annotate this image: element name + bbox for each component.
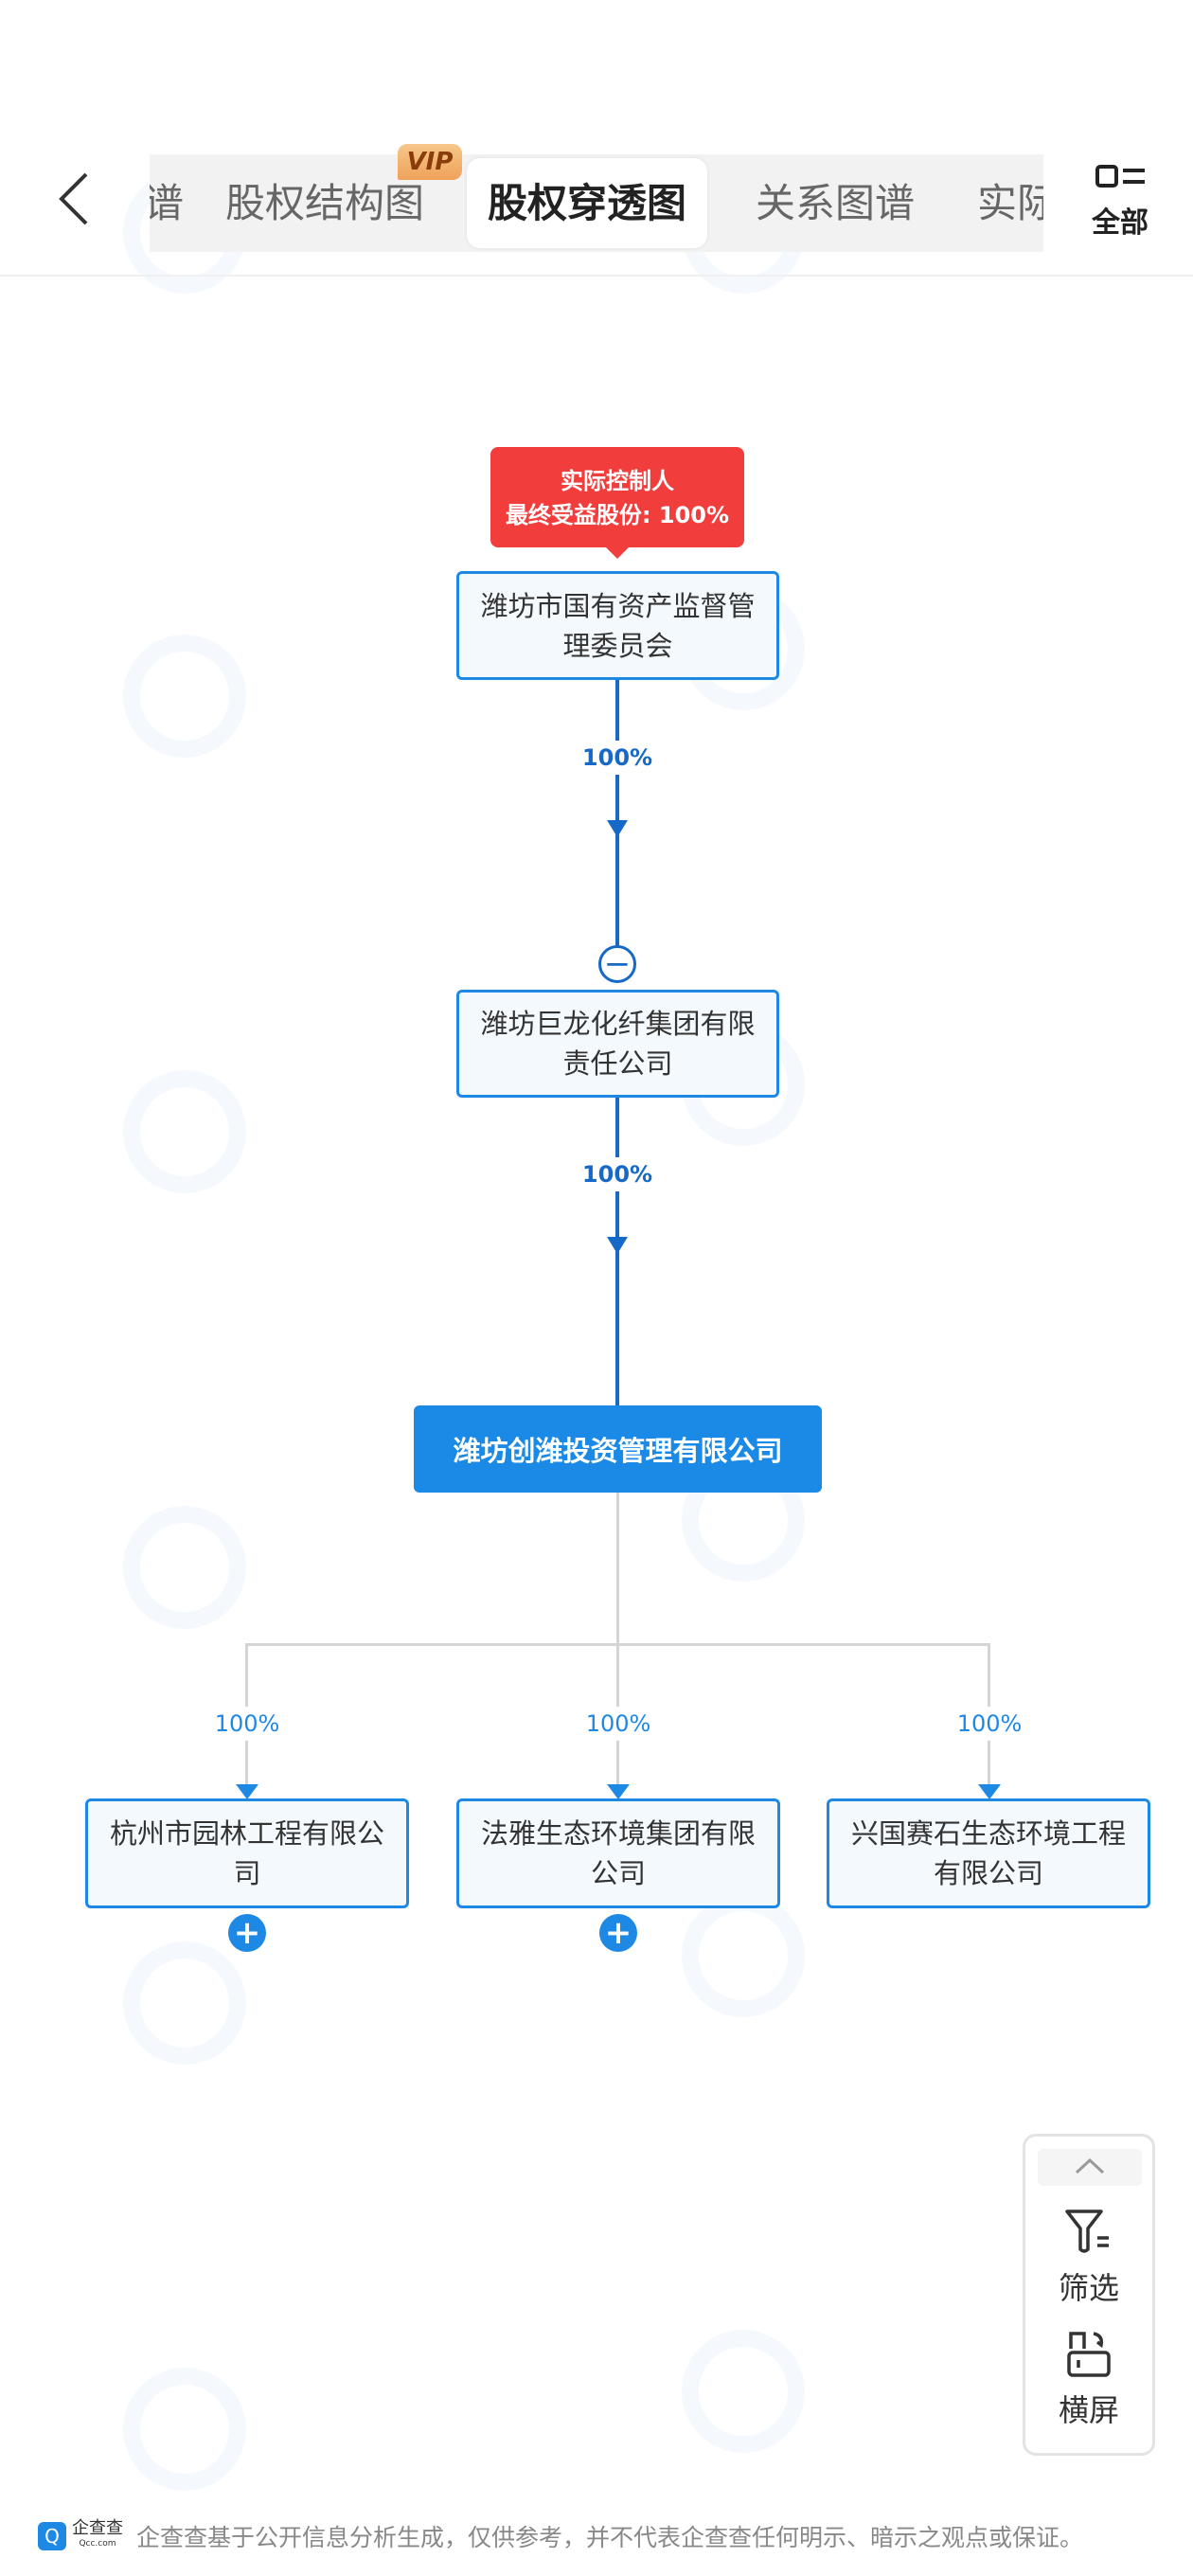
filter-icon <box>1065 2209 1109 2253</box>
subsidiary-node[interactable]: 法雅生态环境集团有限公司 <box>456 1798 780 1908</box>
vip-badge: VIP <box>398 144 462 180</box>
expand-button[interactable]: + <box>599 1914 637 1952</box>
filter-label: 筛选 <box>1058 2270 1119 2306</box>
filter-button[interactable]: 筛选 <box>1025 2208 1152 2308</box>
back-button[interactable] <box>52 170 99 227</box>
collapse-panel-button[interactable] <box>1038 2149 1142 2186</box>
subsidiary-node[interactable]: 杭州市园林工程有限公司 <box>85 1798 409 1908</box>
watermark-icon <box>123 1506 246 1629</box>
tab-equity-penetration[interactable]: 股权穿透图 <box>467 158 708 248</box>
tab-relation-graph-partial[interactable]: 谱 <box>150 180 185 226</box>
equity-percent: 100% <box>581 741 653 775</box>
tab-relationship-map[interactable]: 关系图谱 <box>756 180 916 226</box>
watermark-icon <box>123 1070 246 1193</box>
watermark-icon <box>123 1941 246 2065</box>
arrow-down-icon <box>607 1784 630 1799</box>
all-tabs-button[interactable]: 全部 <box>1087 163 1153 240</box>
watermark-icon <box>123 2368 246 2491</box>
chevron-up-icon <box>1075 2157 1105 2174</box>
watermark-icon <box>682 1894 805 2017</box>
landscape-button[interactable]: 横屏 <box>1025 2326 1152 2430</box>
main-company-node[interactable]: 潍坊创潍投资管理有限公司 <box>414 1405 822 1493</box>
equity-percent: 100% <box>585 1707 651 1741</box>
subsidiary-node[interactable]: 兴国赛石生态环境工程有限公司 <box>827 1798 1150 1908</box>
landscape-label: 横屏 <box>1058 2392 1119 2428</box>
grid-menu-icon <box>1095 165 1145 188</box>
chevron-left-icon <box>59 172 88 225</box>
disclaimer-text: 企查查基于公开信息分析生成，仅供参考，并不代表企查查任何明示、暗示之观点或保证。 <box>136 2524 1084 2551</box>
badge-line2: 最终受益股份: 100% <box>505 502 730 528</box>
subsidiary-trunk-line <box>616 1493 619 1644</box>
equity-percent: 100% <box>214 1707 280 1741</box>
shareholder-node[interactable]: 潍坊巨龙化纤集团有限责任公司 <box>456 990 779 1098</box>
rotate-screen-icon <box>1067 2332 1111 2377</box>
header-divider <box>0 275 1193 277</box>
tab-equity-structure[interactable]: 股权结构图 <box>225 180 425 226</box>
tab-bar[interactable]: 谱 股权结构图 股权穿透图 关系图谱 实际 <box>150 154 1043 252</box>
actual-controller-badge: 实际控制人 最终受益股份: 100% <box>490 447 744 559</box>
shareholder-node[interactable]: 潍坊市国有资产监督管理委员会 <box>456 571 779 680</box>
side-toolbar: 筛选 横屏 <box>1023 2134 1155 2456</box>
arrow-down-icon <box>607 1237 628 1254</box>
tab-actual-controller[interactable]: 实际 <box>977 180 1043 226</box>
qcc-logo-icon: Q <box>38 2522 66 2550</box>
watermark-icon <box>682 2330 805 2453</box>
arrow-down-icon <box>236 1784 258 1799</box>
all-label: 全部 <box>1092 206 1148 240</box>
arrow-down-icon <box>607 820 628 837</box>
equity-percent: 100% <box>956 1707 1023 1741</box>
collapse-button[interactable]: − <box>598 945 636 983</box>
expand-button[interactable]: + <box>228 1914 266 1952</box>
arrow-down-icon <box>978 1784 1001 1799</box>
watermark-icon <box>123 635 246 758</box>
equity-percent: 100% <box>581 1157 653 1191</box>
badge-line1: 实际控制人 <box>561 468 674 494</box>
